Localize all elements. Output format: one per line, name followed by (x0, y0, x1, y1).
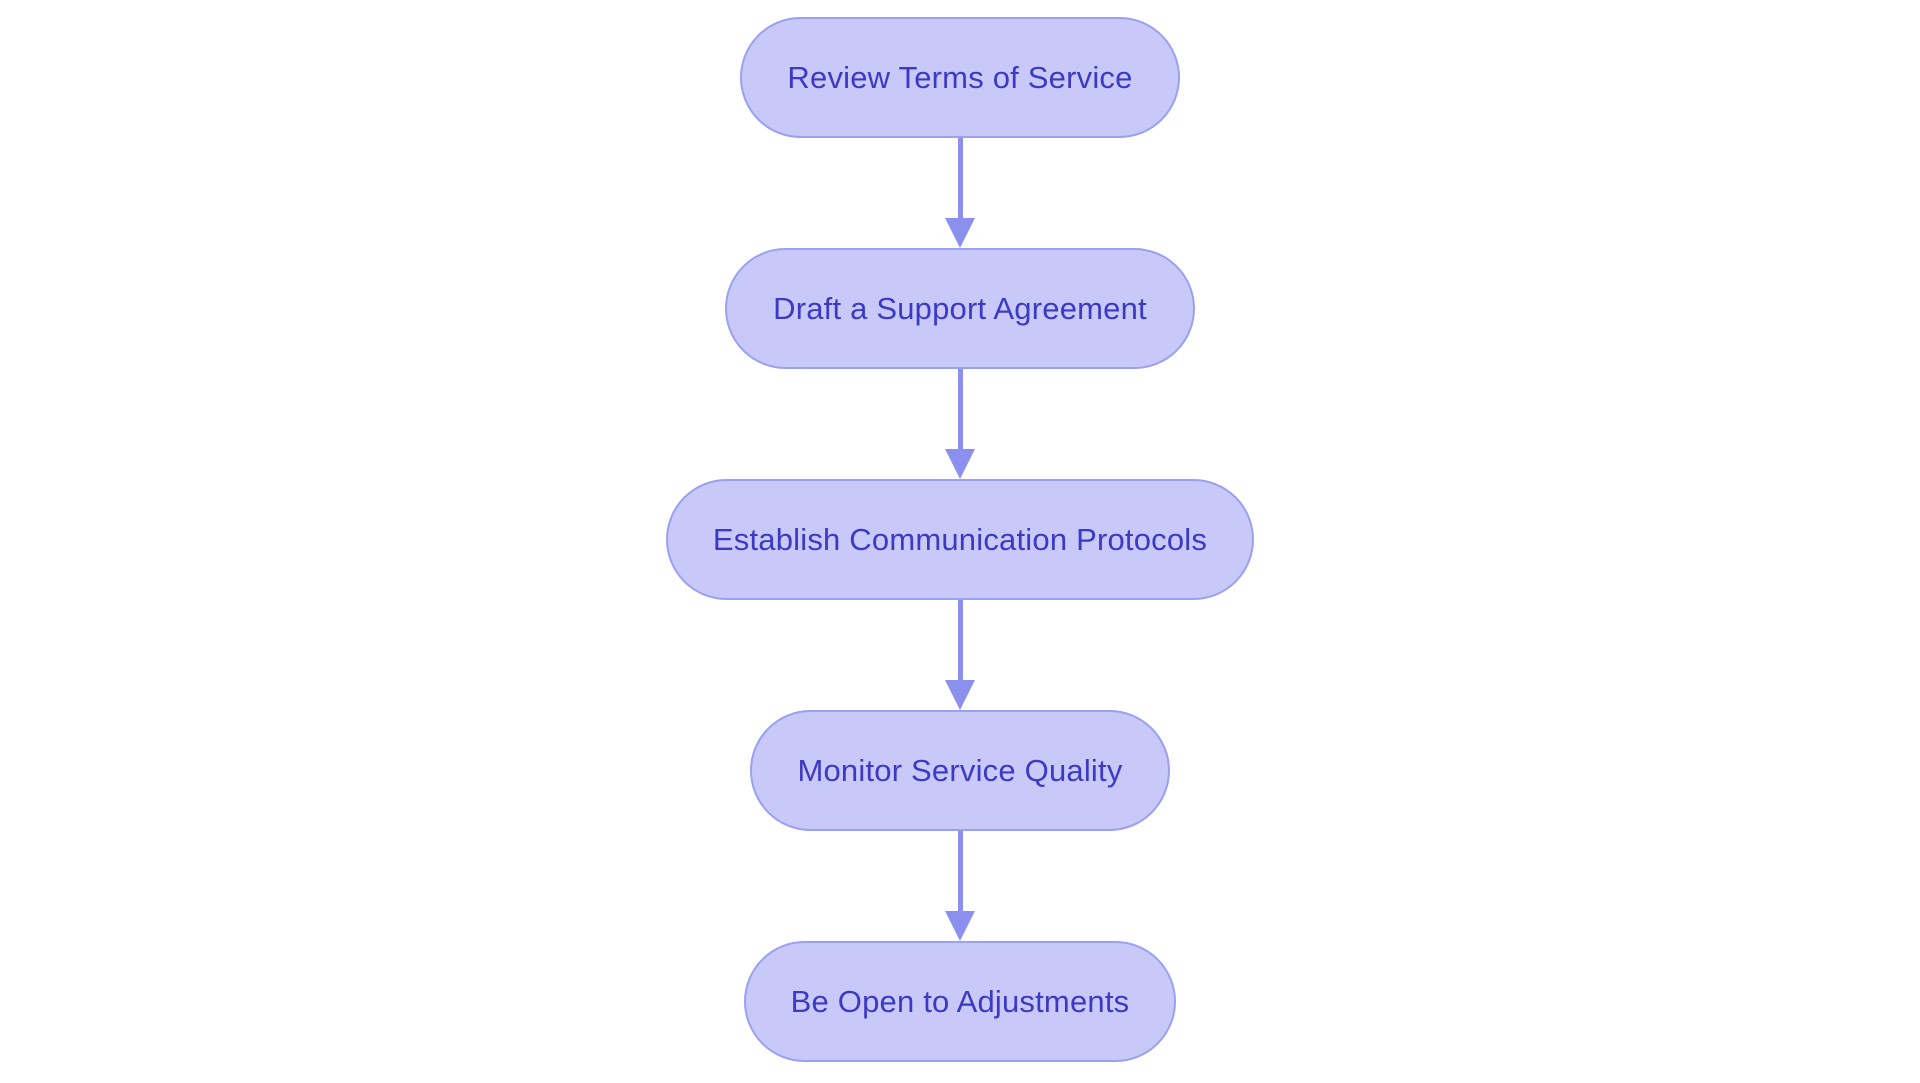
arrow-connector-1-2 (945, 138, 975, 248)
flow-node-establish-communication-protocols: Establish Communication Protocols (665, 479, 1255, 600)
arrow-connector-2-3 (945, 369, 975, 479)
flow-node-label: Establish Communication Protocols (712, 521, 1208, 557)
flowchart-column: Review Terms of Service Draft a Support … (0, 17, 1920, 1062)
arrow-connector-3-4 (945, 600, 975, 710)
flow-node-label: Monitor Service Quality (797, 752, 1123, 788)
flow-node-monitor-service-quality: Monitor Service Quality (750, 710, 1170, 831)
arrow-down-icon (945, 449, 975, 479)
arrow-down-icon (945, 911, 975, 941)
arrow-line (957, 369, 963, 449)
flow-node-label: Draft a Support Agreement (773, 290, 1147, 326)
flow-node-label: Review Terms of Service (787, 59, 1133, 95)
flow-node-be-open-to-adjustments: Be Open to Adjustments (743, 941, 1177, 1062)
arrow-connector-4-5 (945, 831, 975, 941)
flow-node-label: Be Open to Adjustments (790, 983, 1130, 1019)
arrow-down-icon (945, 218, 975, 248)
arrow-down-icon (945, 680, 975, 710)
flow-node-review-terms-of-service: Review Terms of Service (740, 17, 1180, 138)
flow-node-draft-support-agreement: Draft a Support Agreement (725, 248, 1195, 369)
arrow-line (957, 831, 963, 911)
arrow-line (957, 600, 963, 680)
arrow-line (957, 138, 963, 218)
